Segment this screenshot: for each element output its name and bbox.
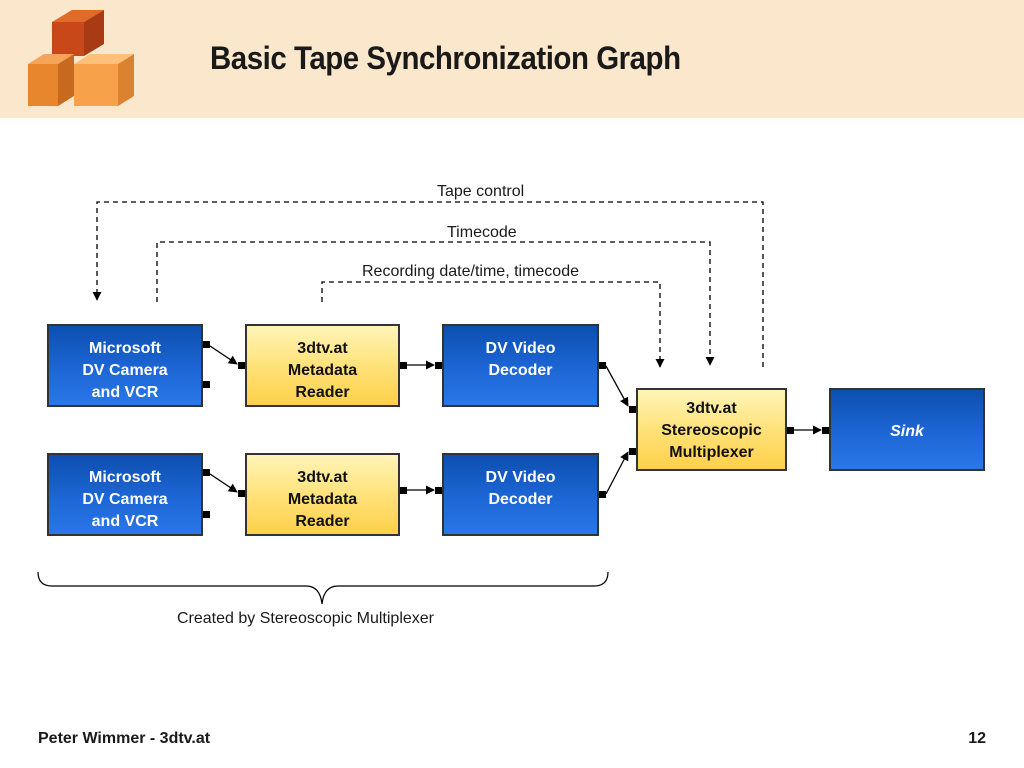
dv-decoder-node-1: DV Video Decoder bbox=[442, 324, 599, 407]
camera-node-2-label: Microsoft DV Camera and VCR bbox=[82, 469, 168, 530]
camera-2-output-pin-b bbox=[203, 511, 210, 518]
reader-2-input-pin bbox=[238, 490, 245, 497]
brace-caption: Created by Stereoscopic Multiplexer bbox=[177, 610, 435, 627]
decoder-2-output-pin bbox=[599, 491, 606, 498]
page-title: Basic Tape Synchronization Graph bbox=[210, 40, 681, 76]
recording-line bbox=[321, 281, 665, 368]
decoder-2-to-multiplexer-arrow bbox=[605, 451, 629, 495]
stereoscopic-multiplexer-node-label: 3dtv.at Stereoscopic Multiplexer bbox=[661, 400, 762, 461]
camera-node-2: Microsoft DV Camera and VCR bbox=[47, 453, 203, 536]
camera-1-to-reader-1-arrow bbox=[209, 345, 238, 365]
sink-node: Sink bbox=[829, 388, 985, 471]
stereoscopic-multiplexer-node: 3dtv.at Stereoscopic Multiplexer bbox=[636, 388, 787, 471]
recording-label: Recording date/time, timecode bbox=[362, 263, 579, 280]
decoder-1-input-pin bbox=[435, 362, 442, 369]
camera-2-output-pin-a bbox=[203, 469, 210, 476]
page-number: 12 bbox=[968, 730, 986, 747]
grouping-brace bbox=[37, 571, 609, 605]
decoder-2-input-pin bbox=[435, 487, 442, 494]
dv-decoder-node-2: DV Video Decoder bbox=[442, 453, 599, 536]
dv-decoder-node-1-label: DV Video Decoder bbox=[485, 340, 556, 379]
tape-control-line bbox=[92, 201, 764, 367]
tape-control-label: Tape control bbox=[437, 183, 525, 200]
camera-1-output-pin-b bbox=[203, 381, 210, 388]
sink-node-label: Sink bbox=[890, 423, 924, 440]
header-band bbox=[0, 0, 1024, 118]
camera-1-output-pin-a bbox=[203, 341, 210, 348]
camera-node-1: Microsoft DV Camera and VCR bbox=[47, 324, 203, 407]
dv-decoder-node-2-label: DV Video Decoder bbox=[485, 469, 556, 508]
camera-node-1-label: Microsoft DV Camera and VCR bbox=[82, 340, 168, 401]
reader-1-input-pin bbox=[238, 362, 245, 369]
multiplexer-input-pin-b bbox=[629, 448, 636, 455]
timecode-label: Timecode bbox=[447, 224, 517, 241]
metadata-reader-node-1-label: 3dtv.at Metadata Reader bbox=[287, 340, 358, 401]
metadata-reader-node-2-label: 3dtv.at Metadata Reader bbox=[287, 469, 358, 530]
decoder-1-output-pin bbox=[599, 362, 606, 369]
multiplexer-output-pin bbox=[787, 427, 794, 434]
stacked-cubes-icon bbox=[28, 10, 134, 106]
decoder-1-to-multiplexer-arrow bbox=[605, 365, 629, 407]
camera-2-to-reader-2-arrow bbox=[209, 473, 238, 493]
reader-1-output-pin bbox=[400, 362, 407, 369]
metadata-reader-node-1: 3dtv.at Metadata Reader bbox=[245, 324, 400, 407]
sink-input-pin bbox=[822, 427, 829, 434]
footer-author: Peter Wimmer - 3dtv.at bbox=[38, 730, 211, 747]
multiplexer-input-pin-a bbox=[629, 406, 636, 413]
reader-2-output-pin bbox=[400, 487, 407, 494]
timecode-line bbox=[156, 241, 715, 366]
metadata-reader-node-2: 3dtv.at Metadata Reader bbox=[245, 453, 400, 536]
